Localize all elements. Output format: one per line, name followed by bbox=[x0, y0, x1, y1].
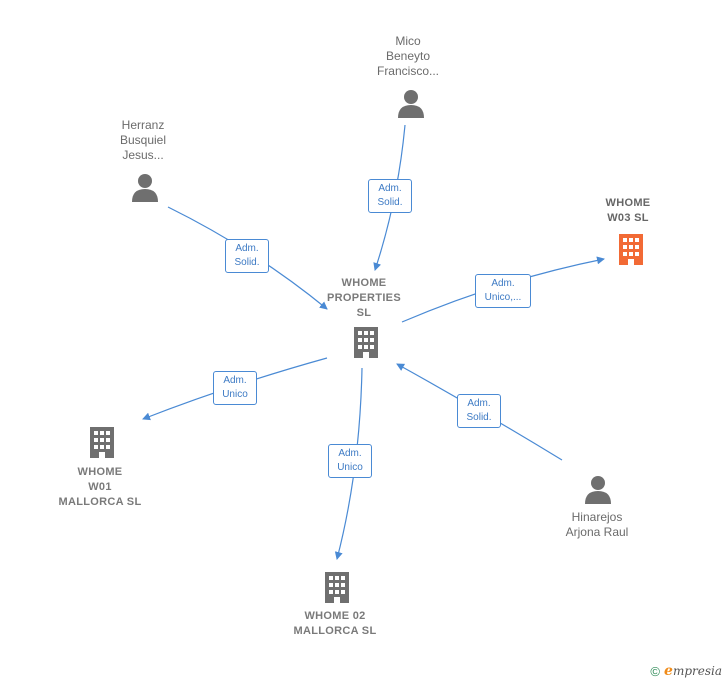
edge-label-center-w02[interactable]: Adm. Unico bbox=[328, 444, 372, 478]
building-icon[interactable] bbox=[351, 325, 381, 359]
node-label-hinarejos[interactable]: Hinarejos Arjona Raul bbox=[565, 510, 629, 539]
node-label-whome-w03[interactable]: WHOME W03 SL bbox=[605, 197, 651, 224]
edge-label-mico-center[interactable]: Adm. Solid. bbox=[368, 179, 412, 213]
edge-label-center-w01[interactable]: Adm. Unico bbox=[213, 371, 257, 405]
node-label-whome-02[interactable]: WHOME 02 MALLORCA SL bbox=[293, 610, 377, 637]
empresia-watermark: © empresia bbox=[650, 663, 722, 679]
building-icon[interactable] bbox=[87, 425, 117, 459]
person-icon[interactable] bbox=[396, 88, 426, 118]
building-icon[interactable] bbox=[322, 570, 352, 604]
node-label-whome-w01[interactable]: WHOME W01 MALLORCA SL bbox=[58, 466, 142, 508]
person-icon[interactable] bbox=[130, 172, 160, 202]
person-icon[interactable] bbox=[583, 474, 613, 504]
edge-label-center-w03[interactable]: Adm. Unico,... bbox=[475, 274, 531, 308]
edge-label-hinarejos-center[interactable]: Adm. Solid. bbox=[457, 394, 501, 428]
node-label-herranz[interactable]: Herranz Busquiel Jesus... bbox=[119, 118, 167, 162]
brand-logo: empresia bbox=[664, 663, 722, 679]
copyright-icon: © bbox=[650, 663, 661, 679]
node-label-whome-properties[interactable]: WHOME PROPERTIES SL bbox=[327, 277, 401, 319]
edge-label-herranz-center[interactable]: Adm. Solid. bbox=[225, 239, 269, 273]
node-label-mico[interactable]: Mico Beneyto Francisco... bbox=[376, 34, 439, 78]
building-icon-highlight[interactable] bbox=[615, 232, 647, 266]
